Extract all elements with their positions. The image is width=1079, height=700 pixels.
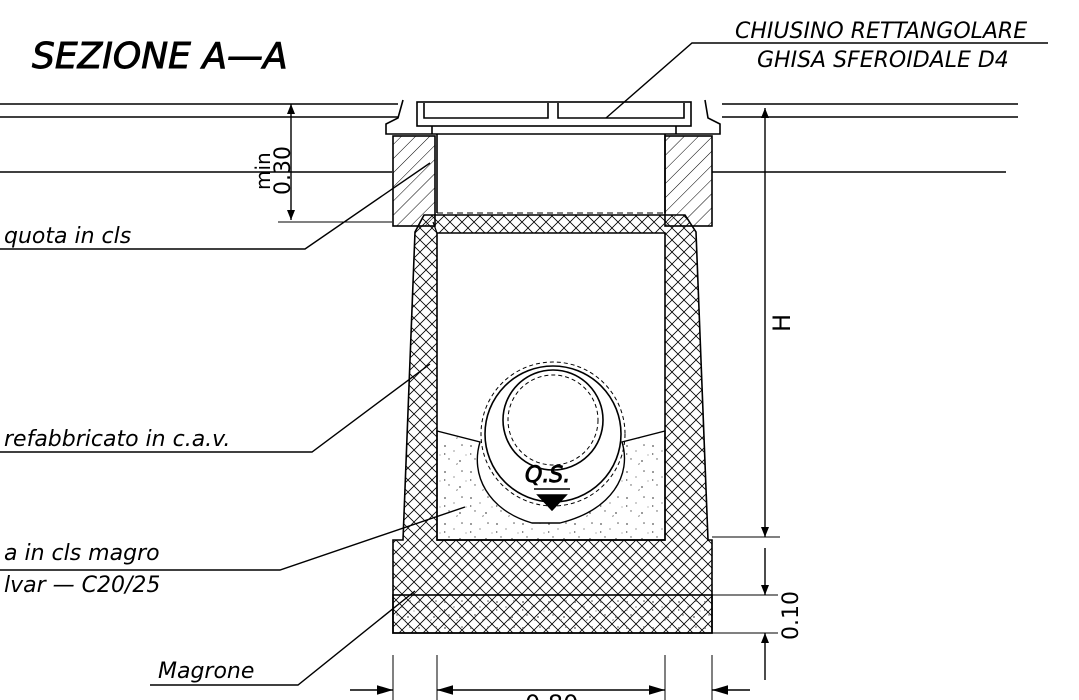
- dimension-min-value: 0.30: [271, 146, 296, 195]
- wall-bevel: [432, 221, 438, 234]
- section-title: SEZIONE A—A: [32, 36, 288, 77]
- dimension-bottom: [350, 655, 750, 700]
- water-level-label: Q.S.: [525, 463, 570, 488]
- concrete-bedding: [436, 430, 666, 541]
- dimension-base: [712, 548, 778, 680]
- magrone-layer: [392, 594, 713, 634]
- quota-label: quota in cls: [4, 224, 131, 249]
- dimension-bottom-label: 0.80: [525, 690, 578, 700]
- leader-lines: [0, 42, 1048, 686]
- dimension-height-label: H: [768, 314, 796, 332]
- water-level-symbol: [534, 488, 570, 512]
- prefab-label: refabbricato in c.a.v.: [4, 427, 230, 452]
- cover-label-line1: CHIUSINO RETTANGOLARE: [735, 19, 1027, 44]
- dimension-height: [712, 108, 780, 538]
- dimension-min-label: min: [251, 152, 275, 190]
- dimension-base-label: 0.10: [779, 591, 804, 640]
- fill-label-line2: lvar — C20/25: [4, 573, 160, 598]
- manhole-cover: [385, 99, 721, 135]
- dimension-min: [278, 104, 392, 223]
- ground-lines: [0, 103, 1018, 173]
- cover-label-line2: GHISA SFEROIDALE D4: [757, 48, 1009, 73]
- riser: [436, 134, 666, 213]
- fill-label-line1: a in cls magro: [4, 541, 160, 566]
- precast-walls: [392, 214, 713, 634]
- magrone-label: Magrone: [158, 659, 254, 684]
